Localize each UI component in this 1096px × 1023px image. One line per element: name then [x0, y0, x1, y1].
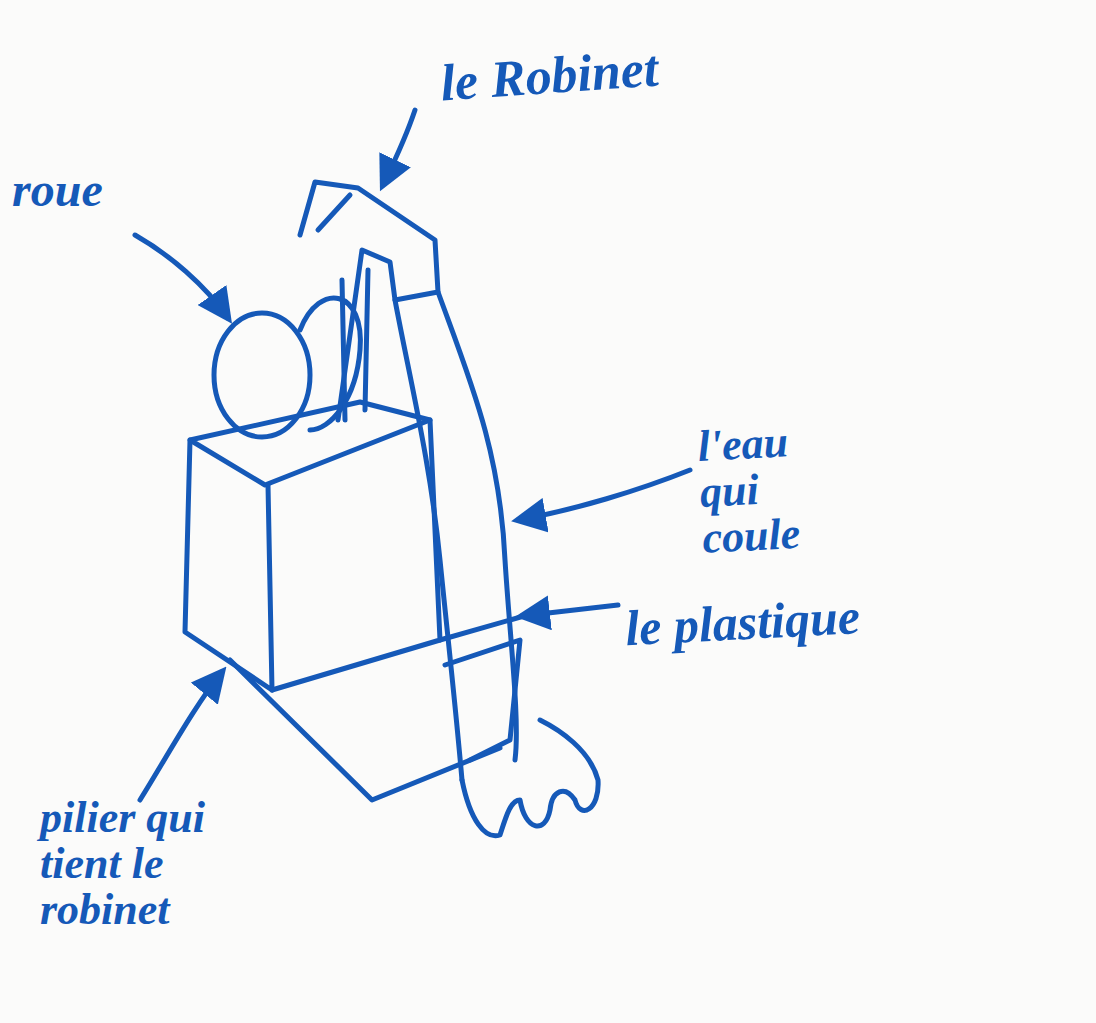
part-label: pilier qui tient le robinet: [40, 795, 210, 934]
leader-arrow: [383, 110, 415, 185]
wheel-front: [214, 313, 310, 437]
part-label: le Robinet: [439, 27, 862, 111]
leader-arrow: [135, 235, 228, 318]
water-stream: [395, 300, 462, 780]
leader-arrow: [522, 605, 618, 616]
pillar-front-left: [185, 440, 272, 690]
water-splash: [462, 720, 598, 836]
tap-spout: [318, 195, 350, 230]
part-label: l'eau qui coule: [696, 416, 853, 562]
plastic-band: [440, 610, 545, 760]
water-stream: [438, 292, 516, 760]
leader-arrow: [140, 672, 222, 800]
pillar-front-right: [272, 420, 440, 690]
tap-body: [300, 182, 438, 420]
part-label: le plastique: [624, 578, 1096, 655]
leader-arrow: [518, 470, 690, 520]
part-label: roue: [12, 165, 172, 215]
